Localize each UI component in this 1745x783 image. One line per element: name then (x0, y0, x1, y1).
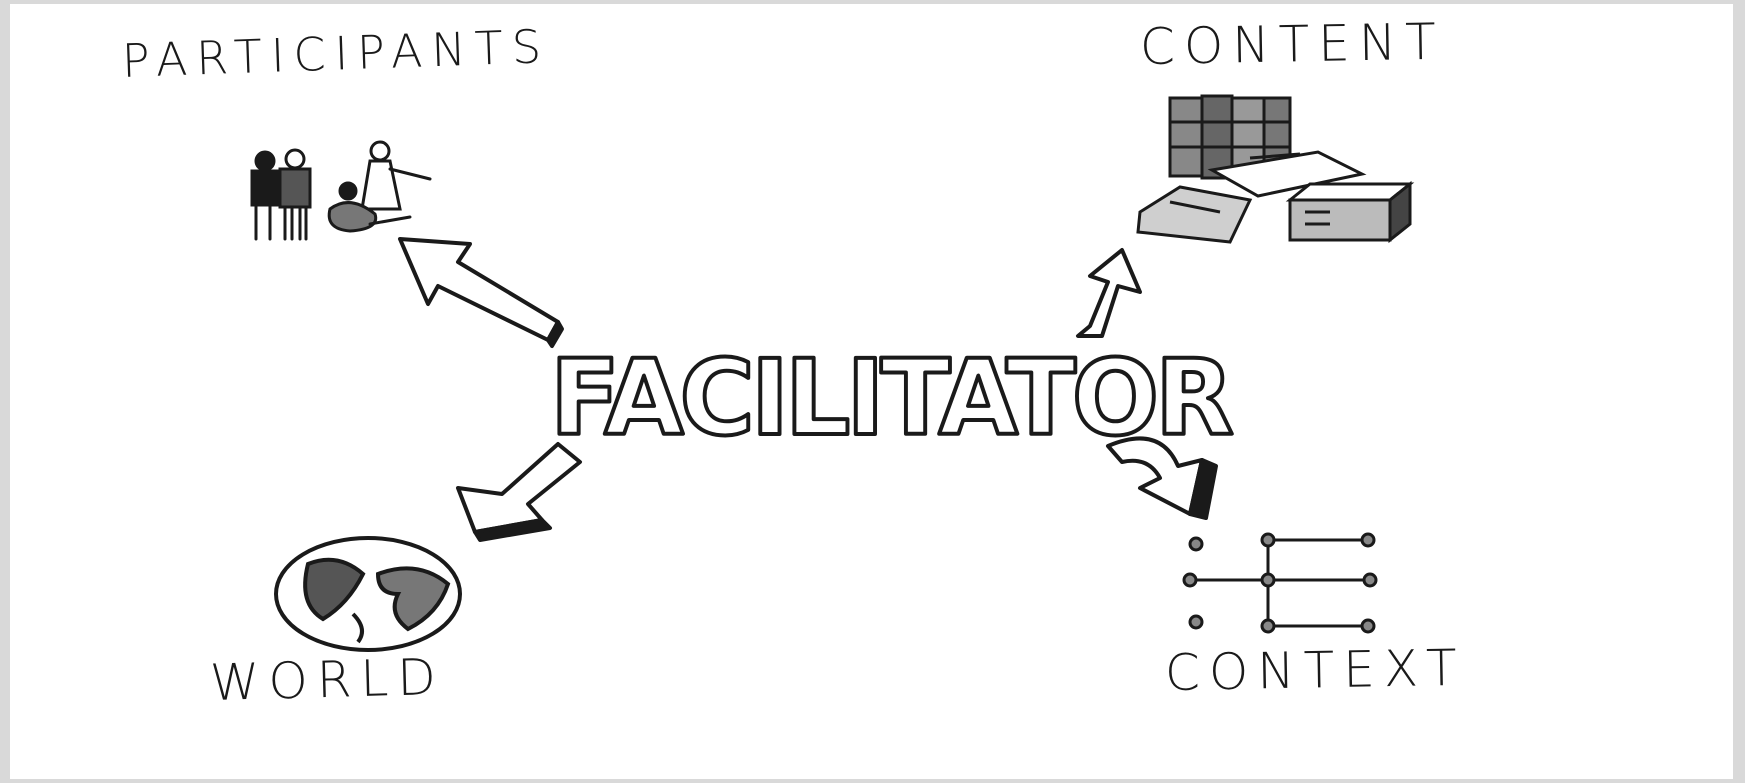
arrows-layer (398, 237, 1218, 542)
arrow-to-participants (398, 237, 560, 342)
arrow-to-content (1076, 248, 1142, 338)
participants-people-sketch (250, 140, 432, 241)
arrow-to-world (456, 442, 582, 534)
facilitator-label: FACILITATOR (550, 342, 1232, 452)
facilitator-bubble-word: FACILITATOR (548, 342, 1235, 452)
context-network-sketch (1182, 532, 1378, 634)
arrow-to-context (1106, 436, 1204, 516)
content-books-sketch (1136, 94, 1415, 244)
world-globe-sketch (274, 536, 462, 652)
sketch-canvas: PARTICIPANTS CONTENT WORLD CONTEXT FACIL… (10, 4, 1733, 779)
